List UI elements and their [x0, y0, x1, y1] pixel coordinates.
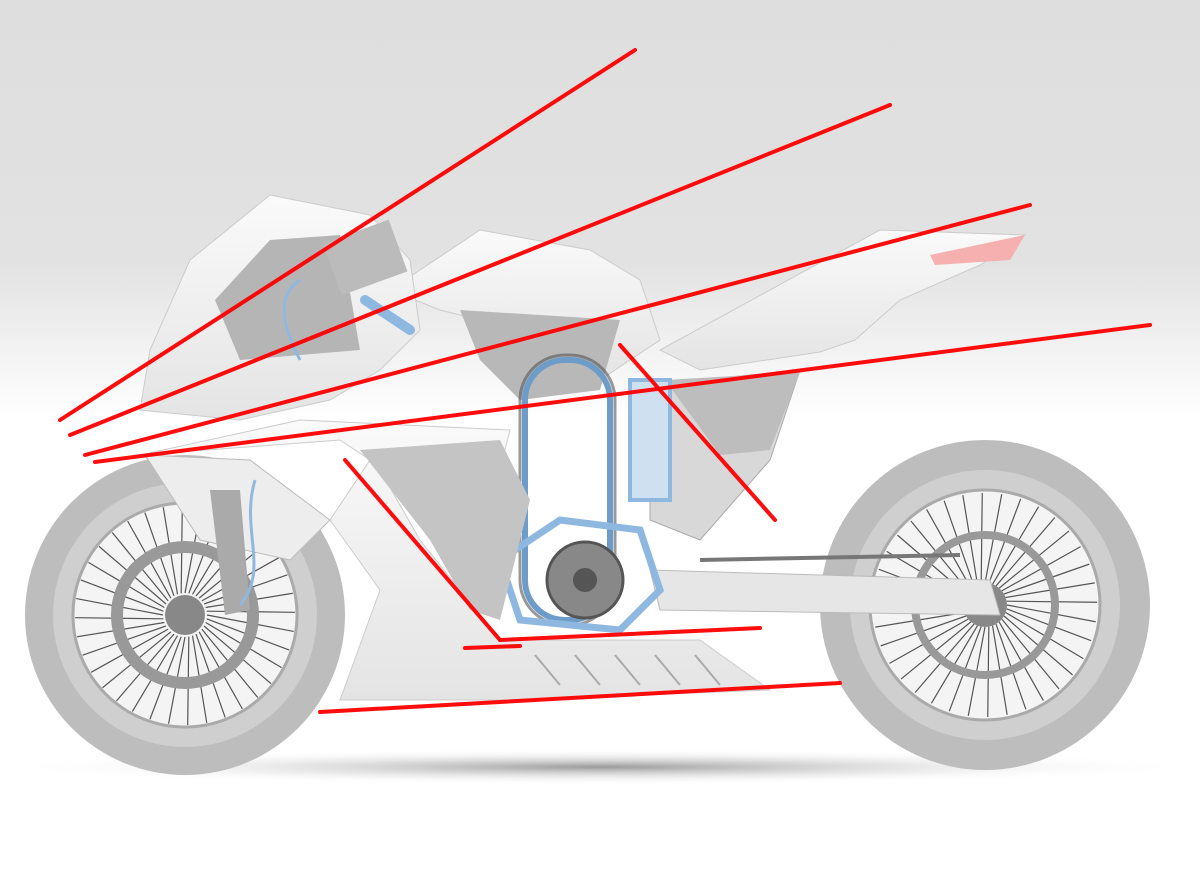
- front-fork: [210, 479, 257, 615]
- red-accent-line: [83, 203, 1032, 457]
- fairing-inset: [360, 440, 530, 620]
- rear-panel: [665, 372, 800, 455]
- red-accent-line: [463, 644, 522, 650]
- accent-lines: [58, 48, 1152, 714]
- red-accent-line: [498, 626, 762, 642]
- ground-shadow: [0, 749, 1200, 785]
- drivetrain: [495, 353, 672, 634]
- red-accent-line: [343, 458, 502, 642]
- tail-light: [930, 235, 1025, 265]
- red-accent-line: [58, 48, 637, 422]
- belly-pan-vents: [534, 654, 721, 686]
- chain: [699, 553, 961, 562]
- red-accent-line: [93, 323, 1152, 464]
- frame-panel: [460, 310, 620, 400]
- front-brake-disc: [111, 541, 259, 689]
- red-accent-line: [68, 103, 892, 437]
- red-accent-line: [618, 343, 777, 522]
- rear-shock: [628, 378, 672, 502]
- red-accent-line: [318, 681, 842, 714]
